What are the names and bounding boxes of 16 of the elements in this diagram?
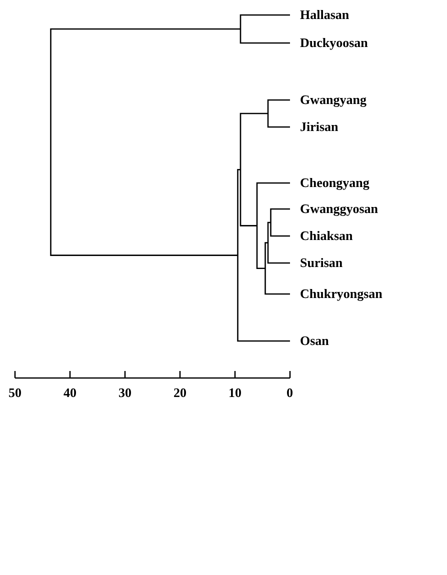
leaf-label: Chiaksan (300, 229, 353, 243)
axis-tick-label: 10 (228, 386, 242, 400)
axis-tick-label: 20 (174, 386, 186, 400)
axis-tick-label: 50 (8, 386, 22, 400)
leaf-label: Chukryongsan (300, 287, 382, 301)
leaf-label: Hallasan (300, 8, 350, 22)
axis-tick-label: 40 (64, 386, 76, 400)
leaf-label: Gwangyang (300, 93, 366, 107)
axis-tick-label: 0 (286, 386, 293, 400)
leaf-label: Duckyoosan (300, 36, 368, 50)
leaf-label: Cheongyang (300, 176, 370, 190)
leaf-label: Jirisan (300, 120, 338, 134)
leaf-label: Gwanggyosan (300, 202, 378, 216)
leaf-label: Osan (300, 334, 329, 348)
leaf-label: Surisan (300, 256, 343, 270)
axis-tick-label: 30 (118, 386, 132, 400)
